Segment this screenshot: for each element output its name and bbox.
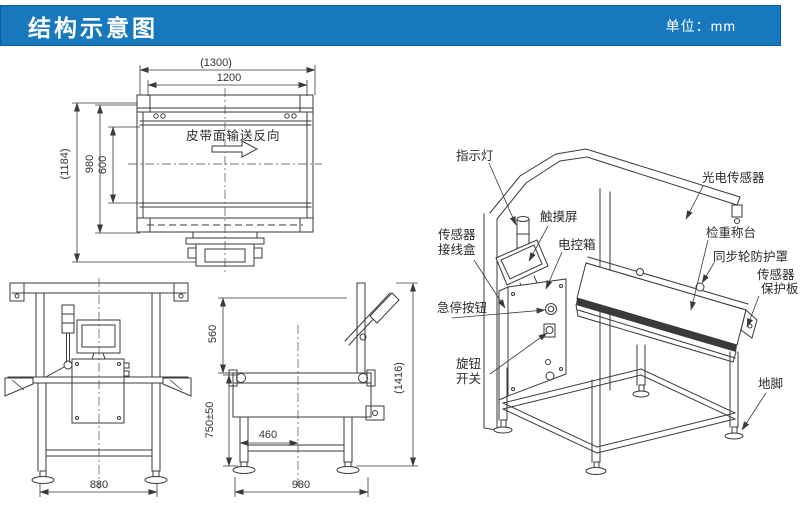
- label-touch-screen: 触摸屏: [540, 210, 578, 224]
- iso-leaders: [451, 162, 767, 431]
- label-wheel-guard: 同步轮防护罩: [713, 249, 788, 264]
- label-sensor-guard-2: 保护板: [761, 282, 799, 296]
- belt-direction-label: 皮带面输送反向: [186, 128, 281, 143]
- dim-750: 750±50: [204, 402, 216, 439]
- weigh-platform-glyph: [575, 256, 758, 363]
- wheel-guard-glyph: [695, 282, 705, 292]
- knob-switch-glyph: [543, 323, 556, 338]
- label-sensor-guard-1: 传感器: [757, 267, 795, 282]
- estop-button-glyph: [545, 303, 557, 315]
- label-photo-sensor: 光电传感器: [702, 170, 765, 185]
- dim-1300: (1300): [200, 57, 232, 69]
- dim-880: 880: [90, 479, 108, 491]
- dim-1184: (1184): [59, 149, 71, 180]
- header-bar: 结构示意图 单位：mm: [0, 5, 781, 46]
- front-view: 880: [4, 278, 192, 497]
- dim-980-top: 980: [84, 155, 96, 173]
- page-title: 结构示意图: [28, 14, 158, 41]
- dim-1416: (1416): [393, 362, 405, 394]
- iso-view: 指示灯 光电传感器 触摸屏 电控箱 传感器 接线盒 检重称台 同步轮防护罩 传感…: [437, 148, 799, 475]
- iso-labels: 指示灯 光电传感器 触摸屏 电控箱 传感器 接线盒 检重称台 同步轮防护罩 传感…: [437, 148, 799, 391]
- dim-600: 600: [97, 156, 109, 174]
- label-knob-switch-1: 旋钮: [456, 356, 481, 371]
- label-knob-switch-2: 开关: [456, 372, 481, 386]
- dim-460: 460: [259, 429, 277, 441]
- label-junction-box-2: 接线盒: [438, 242, 476, 257]
- dim-980-side: 980: [292, 479, 310, 491]
- front-touch-screen: [76, 319, 121, 360]
- label-weigh-platform: 检重称台: [706, 225, 756, 240]
- label-indicator-light: 指示灯: [456, 148, 494, 163]
- unit-label: 单位：mm: [665, 17, 736, 34]
- top-view: (1300) 1200: [59, 57, 322, 272]
- front-control-box: [71, 358, 130, 424]
- dim-560: 560: [207, 325, 219, 343]
- label-leveling-foot: 地脚: [758, 376, 783, 391]
- control-box-glyph: [498, 278, 567, 401]
- leveling-foot-glyph: [493, 426, 513, 434]
- side-view: 560 750±50 460 980 (1416): [204, 282, 418, 497]
- photo-sensor-glyph: [731, 204, 743, 224]
- label-junction-box-1: 传感器: [438, 227, 476, 242]
- label-control-box: 电控箱: [558, 237, 596, 252]
- belt-direction-arrow: [211, 140, 259, 158]
- label-emergency-stop: 急停按钮: [437, 300, 487, 315]
- base-frame: [493, 344, 744, 475]
- front-signal-tower: [45, 304, 75, 378]
- dim-1200: 1200: [217, 72, 241, 84]
